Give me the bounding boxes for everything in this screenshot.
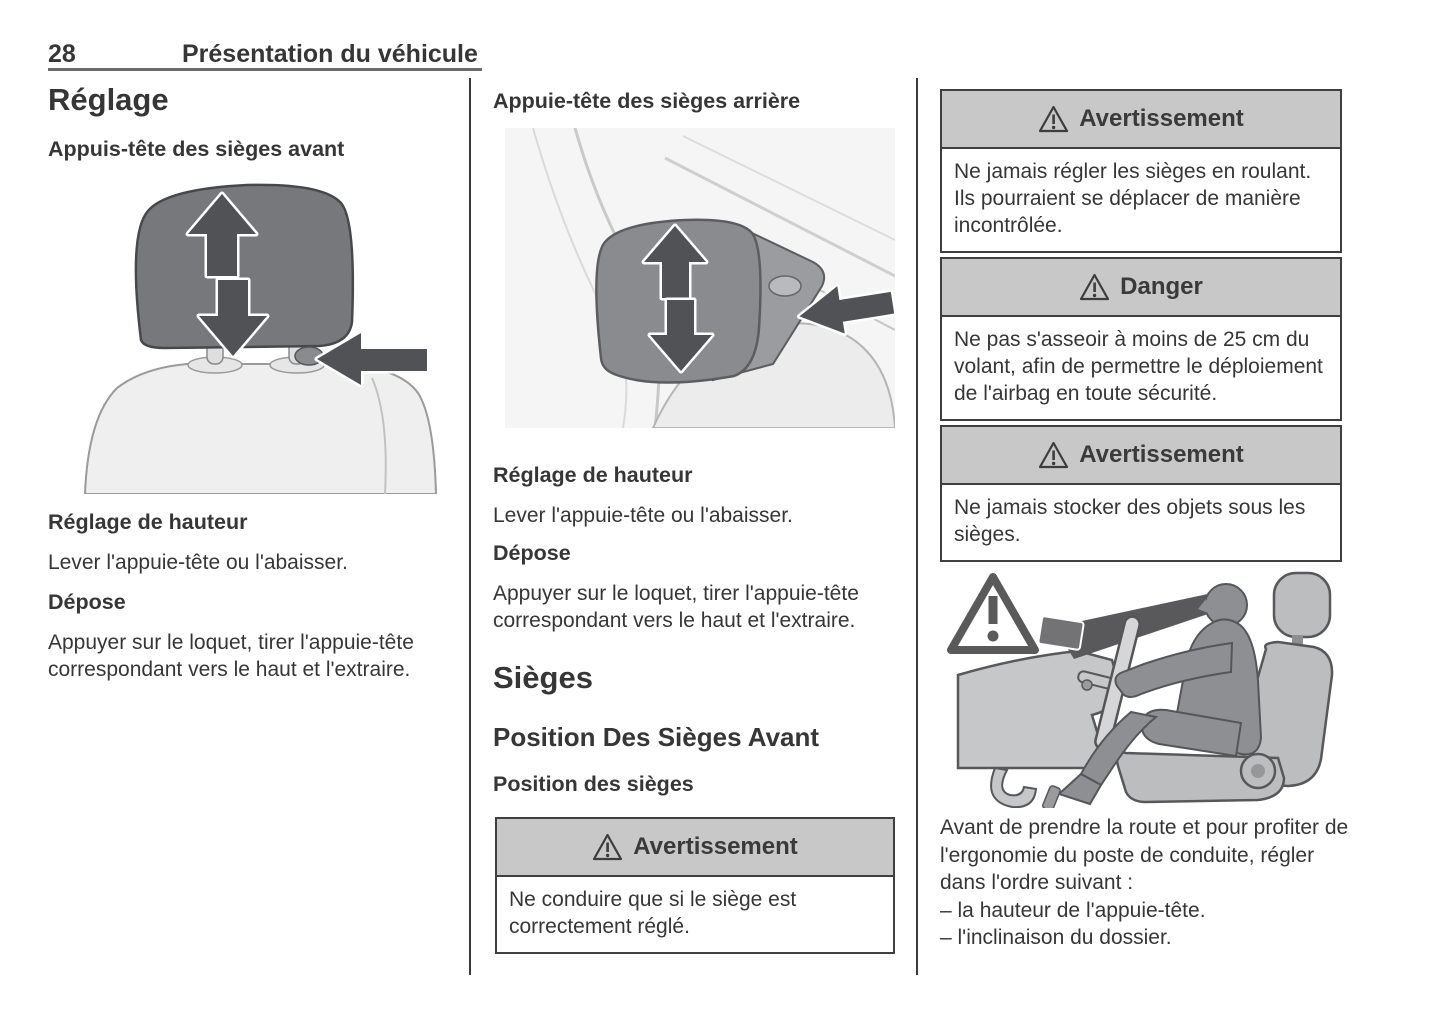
warning-title: Avertissement	[1079, 105, 1244, 132]
chapter-title: Présentation du véhicule	[182, 40, 478, 68]
warning-text: Ne conduire que si le siège est correcte…	[509, 888, 797, 938]
warning-triangle-icon	[1038, 441, 1069, 469]
warning-box-never-adjust-moving: Avertissement Ne jamais régler les siège…	[940, 89, 1342, 253]
driver-figure	[1057, 583, 1263, 806]
height-adjust-text: Lever l'appuie-tête ou l'abaisser.	[48, 551, 348, 574]
ergonomics-intro: Avant de prendre la route et pour profit…	[940, 816, 1349, 894]
up-arrow-icon	[185, 191, 259, 279]
removal-text: Appuyer sur le loquet, tirer l'appuie-tê…	[493, 582, 859, 632]
release-latch	[768, 275, 802, 297]
seat-seam	[371, 377, 387, 494]
floor-support	[990, 766, 1038, 808]
seat-headrest	[1272, 571, 1332, 639]
release-arrow-icon	[797, 283, 895, 337]
warning-box-drive-adjusted: Avertissement Ne conduire que si le sièg…	[495, 817, 895, 954]
down-arrow-icon	[196, 277, 270, 359]
instrument-visor	[1037, 615, 1085, 651]
header-rule	[48, 68, 482, 71]
height-adjust-text: Lever l'appuie-tête ou l'abaisser.	[493, 504, 793, 527]
parcel-shelf-edge	[664, 156, 895, 278]
front-headrest-illustration	[83, 183, 438, 494]
page-number: 28	[48, 40, 76, 68]
warning-title: Avertissement	[633, 833, 798, 860]
warning-box-header: Avertissement	[942, 91, 1340, 149]
ergonomics-paragraph: Avant de prendre la route et pour profit…	[940, 814, 1350, 952]
driver-position-illustration	[947, 571, 1334, 808]
danger-title: Danger	[1120, 273, 1203, 300]
removal-heading: Dépose	[493, 541, 571, 565]
danger-text: Ne pas s'asseoir à moins de 25 cm du vol…	[954, 328, 1323, 405]
danger-box-25cm-steering: Danger Ne pas s'asseoir à moins de 25 cm…	[940, 257, 1342, 421]
danger-box-header: Danger	[942, 259, 1340, 317]
ergonomics-item-2: – l'inclinaison du dossier.	[940, 926, 1172, 949]
subsection-position-sieges-avant: Position Des Sièges Avant	[493, 722, 820, 752]
ergonomics-item-1: – la hauteur de l'appuie-tête.	[940, 898, 1206, 922]
warning-text: Ne jamais régler les sièges en roulant. …	[954, 160, 1312, 237]
down-arrow-icon	[647, 297, 715, 374]
warning-title: Avertissement	[1079, 441, 1244, 468]
warning-triangle-icon	[1079, 273, 1110, 301]
warning-triangle-icon	[592, 833, 623, 861]
warning-box-no-objects-under-seats: Avertissement Ne jamais stocker des obje…	[940, 425, 1342, 562]
subsection-position-sieges: Position des sièges	[493, 772, 694, 796]
release-arrow-icon	[314, 330, 430, 388]
section-title-reglage: Réglage	[48, 82, 169, 117]
column-separator-1	[469, 78, 471, 975]
rear-headrest-illustration	[505, 128, 895, 428]
warning-box-header: Avertissement	[497, 819, 893, 877]
height-adjust-heading: Réglage de hauteur	[493, 463, 693, 487]
pedal	[1042, 785, 1061, 808]
headrest	[134, 183, 355, 350]
subsection-appuie-tete-arriere: Appuie-tête des sièges arrière	[493, 89, 801, 113]
section-title-sieges: Sièges	[493, 660, 593, 695]
column-separator-2	[916, 78, 918, 975]
subsection-appuis-tete-avant: Appuis-tête des sièges avant	[48, 137, 345, 161]
height-adjust-heading: Réglage de hauteur	[48, 510, 248, 534]
warning-triangle-icon	[947, 573, 1039, 654]
warning-text: Ne jamais stocker des objets sous les si…	[954, 496, 1306, 546]
removal-heading: Dépose	[48, 590, 126, 614]
warning-box-header: Avertissement	[942, 427, 1340, 485]
removal-text: Appuyer sur le loquet, tirer l'appuie-tê…	[48, 631, 414, 681]
warning-triangle-icon	[1038, 105, 1069, 133]
